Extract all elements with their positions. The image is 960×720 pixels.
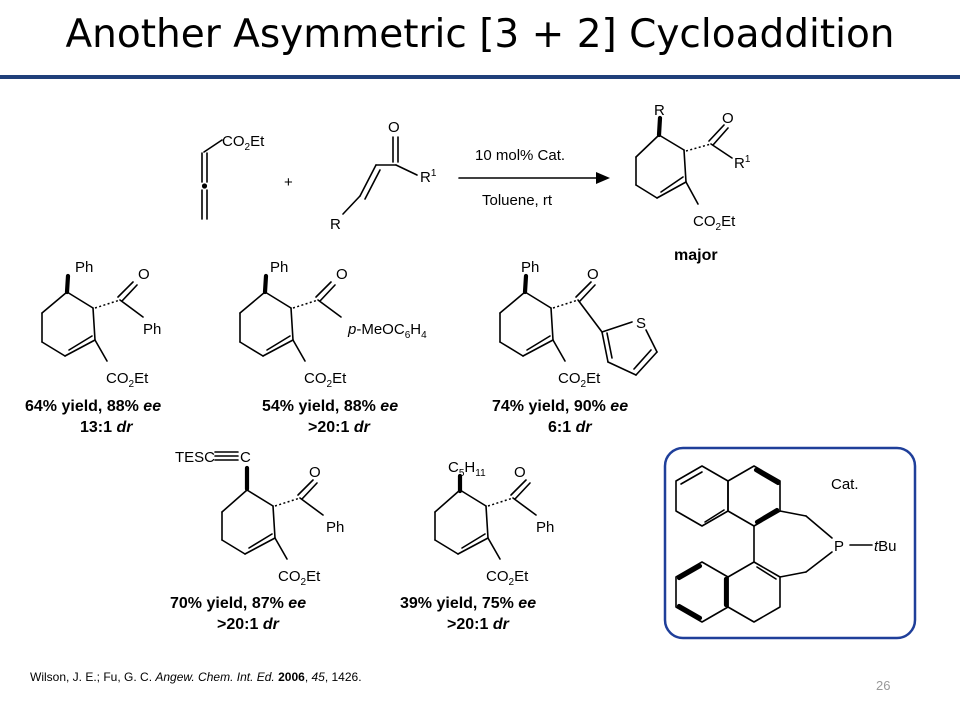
- product-structure: R O R1 CO2Et major: [635, 102, 751, 264]
- svg-text:CO2Et: CO2Et: [693, 213, 736, 233]
- svg-text:TESC: TESC: [175, 449, 215, 466]
- svg-text:O: O: [309, 464, 321, 481]
- svg-text:R1: R1: [420, 168, 437, 186]
- example-5-structure: C5H11 O Ph CO2Et 39% yield, 75% ee >20:1…: [400, 459, 554, 633]
- condition-catalyst: 10 mol% Cat.: [475, 147, 565, 164]
- svg-text:O: O: [138, 266, 150, 283]
- plus-sign: +: [284, 174, 293, 191]
- svg-text:C5H11: C5H11: [448, 459, 486, 479]
- enone-structure: O R1 R: [330, 119, 437, 233]
- example-4-dr: >20:1 dr: [217, 616, 280, 633]
- reaction-arrow: 10 mol% Cat. Toluene, rt: [458, 147, 610, 209]
- title-rule: [0, 75, 960, 79]
- example-1-acyl: Ph: [143, 321, 161, 338]
- example-3-structure: Ph O S CO2Et 74% yield, 90% ee 6:1 dr: [492, 259, 658, 436]
- slide-title: Another Asymmetric [3 + 2] Cycloaddition: [65, 12, 895, 57]
- svg-text:p-MeOC6H4: p-MeOC6H4: [347, 321, 427, 341]
- condition-solvent: Toluene, rt: [482, 192, 553, 209]
- example-3-substituent: Ph: [521, 259, 539, 276]
- svg-text:R1: R1: [734, 154, 751, 172]
- example-2-substituent: Ph: [270, 259, 288, 276]
- example-3-yield: 74% yield, 90% ee: [492, 398, 628, 415]
- example-4-acyl: Ph: [326, 519, 344, 536]
- svg-text:CO2Et: CO2Et: [222, 133, 265, 153]
- svg-text:C: C: [240, 449, 251, 466]
- example-5-dr: >20:1 dr: [447, 616, 510, 633]
- svg-text:CO2Et: CO2Et: [304, 370, 347, 390]
- catalyst-label: Cat.: [831, 476, 859, 493]
- svg-text:S: S: [636, 315, 646, 332]
- product-r: R: [654, 102, 665, 119]
- catalyst-box: Cat. P tBu: [663, 446, 917, 640]
- allenoate-structure: CO2Et: [201, 133, 265, 220]
- example-1-yield: 64% yield, 88% ee: [25, 398, 161, 415]
- citation: Wilson, J. E.; Fu, G. C. Angew. Chem. In…: [30, 670, 362, 684]
- product-oxygen: O: [722, 110, 734, 127]
- catalyst-phosphorus: P: [834, 538, 844, 555]
- example-5-yield: 39% yield, 75% ee: [400, 595, 536, 612]
- svg-text:CO2Et: CO2Et: [106, 370, 149, 390]
- example-3-dr: 6:1 dr: [548, 419, 592, 436]
- page-number: 26: [876, 678, 891, 693]
- example-2-structure: Ph O p-MeOC6H4 CO2Et 54% yield, 88% ee >…: [239, 259, 427, 436]
- example-1-dr: 13:1 dr: [80, 419, 133, 436]
- svg-text:CO2Et: CO2Et: [558, 370, 601, 390]
- example-2-dr: >20:1 dr: [308, 419, 371, 436]
- svg-text:O: O: [514, 464, 526, 481]
- svg-text:CO2Et: CO2Et: [278, 568, 321, 588]
- reaction-scheme: CO2Et + O R1 R 10 mol% Cat. Toluene, rt …: [25, 102, 917, 640]
- example-5-acyl: Ph: [536, 519, 554, 536]
- example-2-yield: 54% yield, 88% ee: [262, 398, 398, 415]
- enone-r: R: [330, 216, 341, 233]
- example-1-substituent: Ph: [75, 259, 93, 276]
- major-label: major: [674, 247, 718, 264]
- svg-text:tBu: tBu: [874, 538, 897, 555]
- example-4-yield: 70% yield, 87% ee: [170, 595, 306, 612]
- example-1-structure: Ph O Ph CO2Et 64% yield, 88% ee 13:1 dr: [25, 259, 161, 436]
- example-4-structure: TESC C O Ph CO2Et 70% yield, 87% ee >20:…: [170, 449, 344, 633]
- enone-oxygen: O: [388, 119, 400, 136]
- svg-text:CO2Et: CO2Et: [486, 568, 529, 588]
- svg-text:O: O: [336, 266, 348, 283]
- svg-text:O: O: [587, 266, 599, 283]
